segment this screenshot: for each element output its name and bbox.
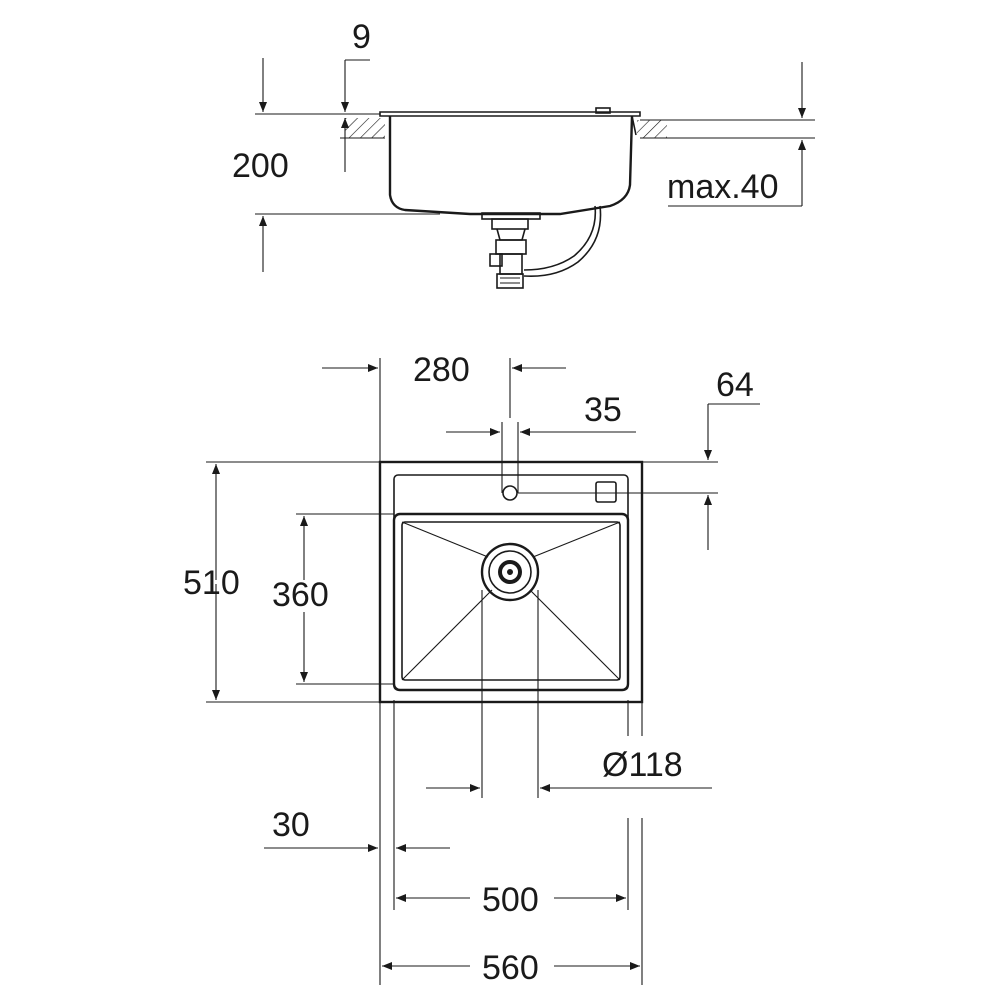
dim-360-label: 360 (272, 576, 329, 614)
waste-nut (495, 239, 527, 255)
tap-hole (502, 485, 518, 501)
top-view: 280 35 64 510 360 Ø118 (183, 351, 760, 987)
drain-groove-se (529, 589, 621, 681)
dim-560-label: 560 (482, 949, 539, 987)
bowl-outline (392, 512, 630, 692)
dim-200-label: 200 (232, 147, 289, 185)
overflow-cap (595, 107, 611, 114)
drain-groove-sw (401, 589, 493, 681)
waste-body (491, 218, 529, 230)
dim-9-label: 9 (352, 18, 371, 56)
trap-outlet (496, 273, 524, 289)
drain-groove-ne (532, 521, 621, 558)
waste-neck (496, 228, 526, 241)
dim-280-label: 280 (413, 351, 470, 389)
waste-strainer (488, 550, 532, 594)
dim-35-label: 35 (584, 391, 622, 429)
side-view: 9 200 max.40 (232, 18, 815, 289)
sink-flange (379, 111, 641, 117)
dim-30-label: 30 (272, 806, 310, 844)
sink-bowl-profile (388, 115, 634, 216)
waste-plug-dot (507, 569, 513, 575)
dim-64-label: 64 (716, 366, 754, 404)
bowl-inner-outline (401, 521, 621, 681)
dim-500-label: 500 (482, 881, 539, 919)
overflow-hose-outer (523, 205, 602, 278)
waste-outer-ring (480, 542, 540, 602)
overflow-button (595, 481, 617, 503)
worktop-hatch-left (345, 118, 385, 138)
drain-groove-nw (401, 521, 489, 558)
dim-510-label: 510 (183, 564, 240, 602)
bowl-edge (631, 115, 637, 136)
dim-max40-label: max.40 (667, 168, 779, 206)
overflow-connector (489, 253, 503, 267)
dim-118-label: Ø118 (602, 746, 683, 784)
overflow-hose-inner (523, 205, 597, 271)
worktop-hatch-right (637, 120, 667, 138)
trap-body (499, 253, 523, 275)
